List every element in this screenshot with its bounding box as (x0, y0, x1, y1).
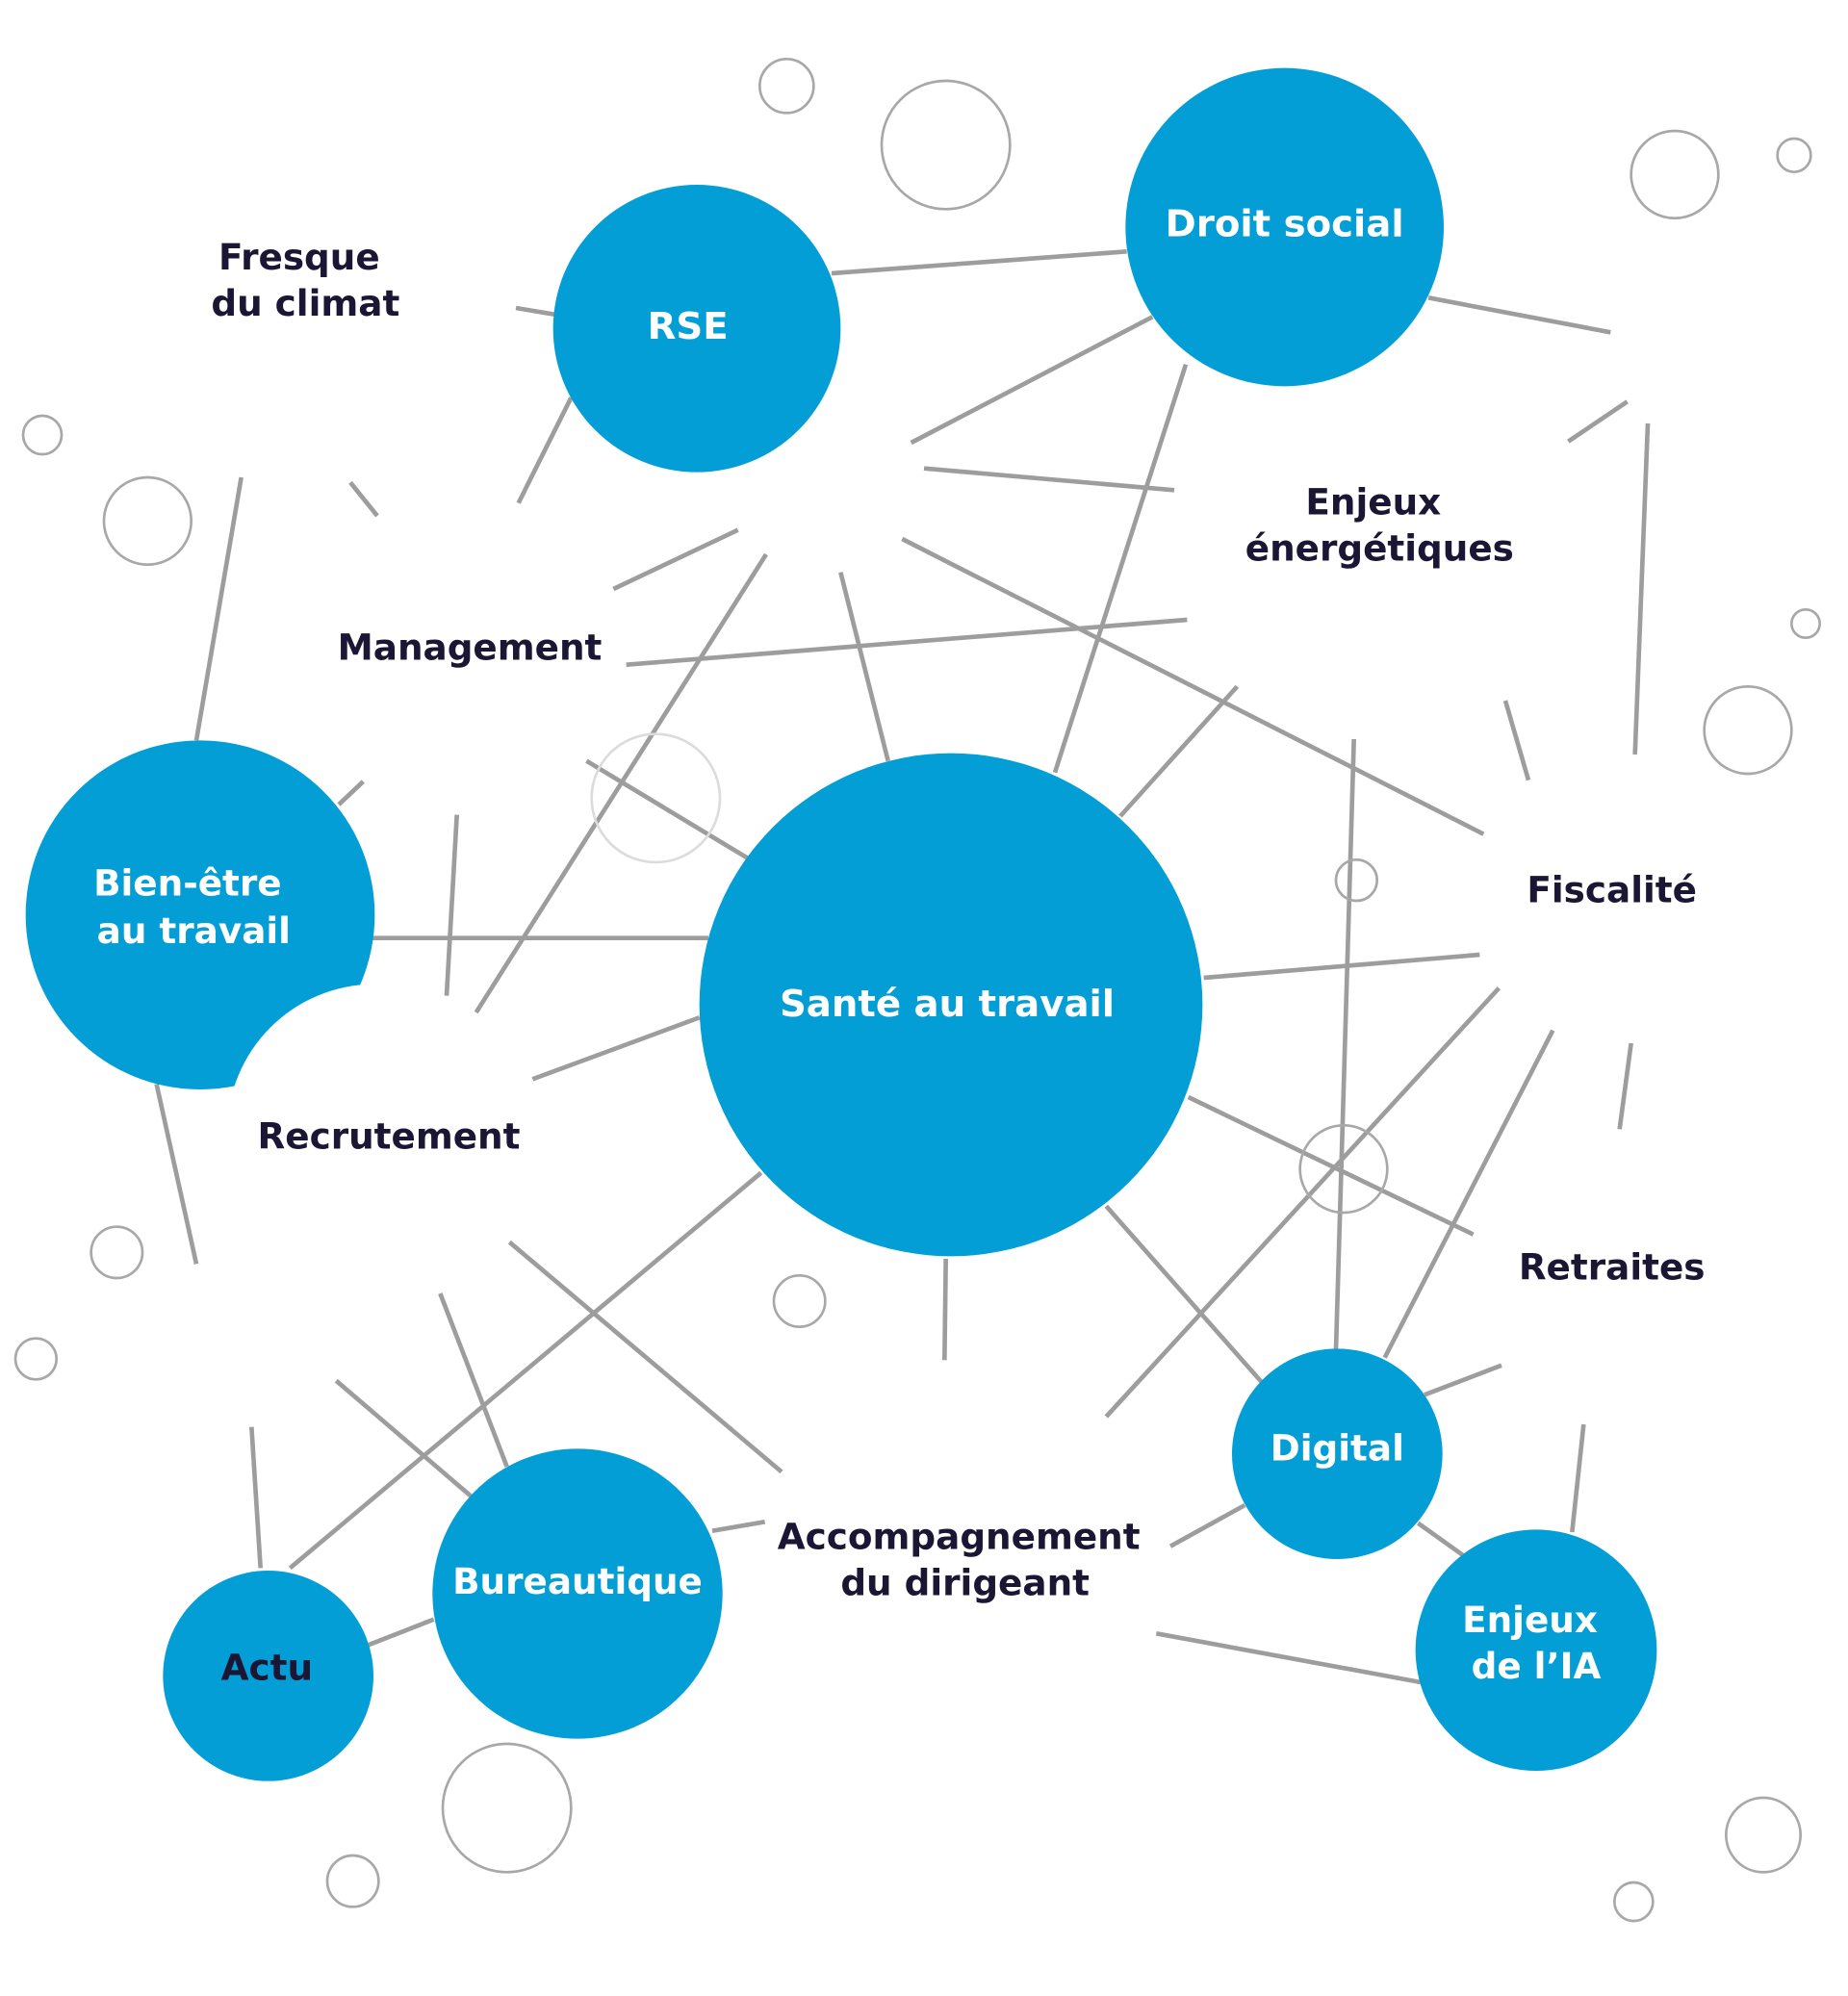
connector-line (348, 480, 379, 518)
decorative-circle (1613, 1881, 1655, 1923)
node-bien-etre-au-travail[interactable]: Bien-être au travail (25, 740, 523, 1280)
topic-enjeux-energetiques[interactable]: Enjeux énergétiques (1245, 481, 1514, 570)
connector-line (1155, 1631, 1422, 1685)
decorative-circle (1298, 1123, 1389, 1215)
node-sante-au-travail[interactable]: Santé au travail (699, 753, 1203, 1257)
decorative-circle (590, 732, 722, 864)
connector-line (337, 780, 365, 806)
node-label: Droit social (1166, 202, 1404, 245)
connector-line (1632, 422, 1651, 755)
connector-line (942, 1258, 948, 1361)
topic-retraites[interactable]: Retraites (1519, 1245, 1706, 1288)
connector-line (507, 1240, 783, 1474)
connector-line (1502, 700, 1531, 781)
decorative-circle (1776, 137, 1812, 173)
connector-line (1567, 399, 1629, 444)
decorative-circle (1790, 608, 1821, 639)
decorative-circle (441, 1742, 573, 1874)
connector-line (444, 814, 459, 996)
connector-line (531, 1015, 701, 1082)
node-label: Enjeux de l’IA (1462, 1599, 1610, 1687)
connector-line (626, 617, 1188, 667)
connector-line (612, 527, 739, 592)
connector-line (1427, 295, 1611, 335)
node-label: Santé au travail (780, 983, 1115, 1026)
connector-line (438, 1292, 509, 1468)
decorative-circle (1630, 129, 1720, 219)
node-label: Actu (221, 1646, 313, 1688)
connector-line (1333, 738, 1356, 1350)
decorative-circle (102, 475, 192, 566)
node-droit-social[interactable]: Droit social (1125, 67, 1444, 387)
connector-line (1104, 1204, 1264, 1384)
connector-line (334, 1378, 473, 1498)
connector-line (1570, 1423, 1586, 1533)
topic-recrutement[interactable]: Recrutement (258, 1114, 521, 1157)
connector-line (711, 1520, 766, 1533)
connector-line (193, 476, 244, 741)
connector-line (923, 466, 1175, 493)
connector-line (515, 305, 555, 317)
decorative-circles (13, 58, 1821, 1923)
topic-accompagnement-du-dirigeant[interactable]: Accompagnement du dirigeant (778, 1515, 1153, 1603)
decorative-circle (325, 1854, 380, 1908)
decorative-circle (21, 414, 64, 456)
decorative-circle (1334, 858, 1378, 903)
node-label: RSE (648, 305, 729, 348)
node-digital[interactable]: Digital (1232, 1348, 1443, 1559)
connector-line (516, 397, 574, 504)
connector-line (1104, 986, 1502, 1419)
decorative-circle (757, 58, 815, 115)
connector-line (1052, 363, 1189, 774)
connector-line (1168, 1502, 1246, 1548)
decorative-circle (1703, 685, 1793, 776)
connector-line (1416, 1521, 1465, 1557)
connector-lines (154, 249, 1651, 1685)
connector-line (838, 572, 890, 762)
topic-management[interactable]: Management (338, 626, 603, 668)
decorative-circle (90, 1225, 144, 1280)
connector-line (1118, 684, 1240, 818)
connector-line (901, 536, 1485, 836)
node-enjeux-de-l-ia[interactable]: Enjeux de l’IA (1415, 1529, 1657, 1771)
connector-line (1424, 1363, 1502, 1397)
connector-line (831, 249, 1127, 276)
topic-fresque-du-climat[interactable]: Fresque du climat (211, 236, 399, 324)
topic-fiscalite[interactable]: Fiscalité (1527, 868, 1697, 910)
node-actu[interactable]: Actu (163, 1571, 373, 1781)
connector-line (1617, 1042, 1633, 1130)
text-topics: Fresque du climat Management Enjeux éner… (211, 236, 1705, 1603)
decorative-circle (772, 1274, 827, 1328)
connector-line (288, 1170, 763, 1571)
node-label: Digital (1270, 1426, 1404, 1469)
connector-line (585, 758, 750, 860)
decorative-circle (1725, 1796, 1802, 1874)
connector-line (1187, 1094, 1475, 1237)
connector-line (367, 1617, 435, 1648)
connector-line (1382, 1029, 1555, 1359)
node-label: Bien-être au travail (93, 862, 295, 952)
connector-line (249, 1426, 263, 1569)
node-rse[interactable]: RSE (552, 185, 841, 473)
connector-line (1203, 952, 1480, 981)
node-bureautique[interactable]: Bureautique (432, 1448, 723, 1739)
connector-line (154, 1084, 199, 1265)
decorative-circle (880, 79, 1012, 211)
decorative-circle (13, 1337, 58, 1381)
connector-line (910, 315, 1154, 446)
node-label: Bureautique (452, 1560, 703, 1602)
